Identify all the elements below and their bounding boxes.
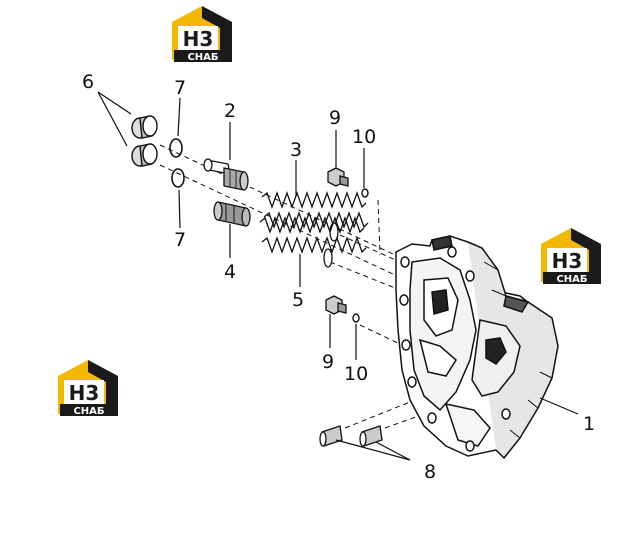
part-2-spool [203,158,249,191]
callout-3: 3 [290,139,302,161]
watermark-logo-top: H3 СНАБ [172,6,232,63]
part-5-spring [259,216,367,268]
callout-1: 1 [583,413,595,435]
logo-mark: H3 [552,249,583,273]
logo-mark: H3 [69,381,100,405]
leader-lines [97,91,579,461]
callout-9-top: 9 [329,107,341,129]
logo-word: СНАБ [73,406,104,417]
part-8-dowel-pin-left [319,425,343,447]
part-9-plug-upper [327,167,349,187]
watermark-logo-right: H3 СНАБ [541,228,601,285]
logo-mark: H3 [183,27,214,51]
part-6-plug-upper [131,115,158,139]
callout-7-top: 7 [174,77,186,99]
callout-10-bottom: 10 [344,363,368,385]
part-7-oring-lower [171,168,185,188]
callout-9-bottom: 9 [322,351,334,373]
part-7-oring-upper [169,138,183,158]
part-4-spool [213,201,251,227]
callout-2: 2 [224,100,236,122]
callout-4: 4 [224,261,236,283]
callout-8: 8 [424,461,436,483]
logo-word: СНАБ [187,52,218,63]
callout-7-bottom: 7 [174,229,186,251]
part-8-dowel-pin-right [359,425,383,447]
watermark-logo-left: H3 СНАБ [58,360,118,417]
callout-5: 5 [292,289,304,311]
callout-10-top: 10 [352,126,376,148]
part-10-seal-upper [361,188,369,198]
logo-word: СНАБ [556,274,587,285]
part-6-plug-lower [131,143,158,167]
assembly-dashed-lines [159,144,431,429]
callout-6: 6 [82,71,94,93]
part-9-plug-lower [325,295,347,315]
part-10-seal-lower [352,313,360,323]
part-1-valve-housing [395,235,559,460]
callout-labels: 6 7 7 2 4 3 5 9 9 10 10 1 8 [82,71,595,483]
